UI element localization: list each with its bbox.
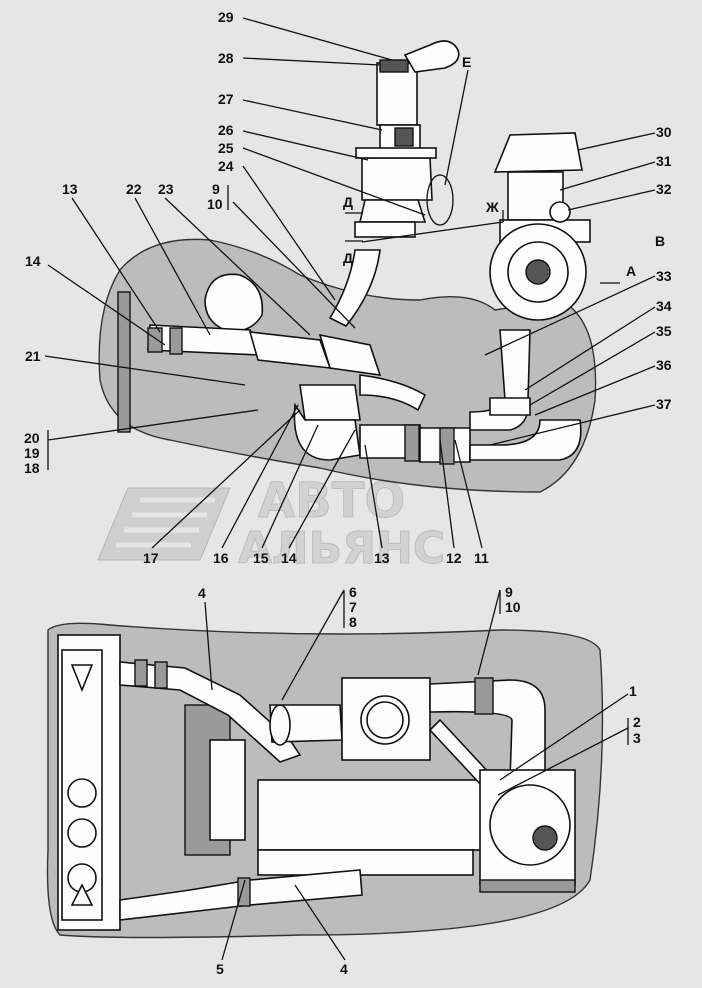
- label-33: 33: [656, 268, 672, 284]
- label-16: 16: [213, 550, 229, 566]
- section-lines: [345, 174, 620, 284]
- label-22: 22: [126, 181, 142, 197]
- watermark: АВТО АЛЬЯНС: [97, 473, 446, 575]
- label-36: 36: [656, 357, 672, 373]
- label-24: 24: [218, 158, 234, 174]
- section-mark-e: Е: [462, 54, 471, 70]
- bottom-view-labels: 4 6 7 8 9 10 1 2 3 5 4: [198, 584, 641, 977]
- label-25: 25: [218, 140, 234, 156]
- label-32: 32: [656, 181, 672, 197]
- bottom-view-leaders: [204, 589, 629, 961]
- label-11: 11: [474, 550, 489, 566]
- label-14-top: 14: [25, 253, 41, 269]
- top-view-labels: 29 28 27 26 25 24 9 10 13 22 23 14 21 20…: [24, 9, 672, 566]
- label-15: 15: [253, 550, 269, 566]
- label-34: 34: [656, 298, 672, 314]
- label-31: 31: [656, 153, 672, 169]
- section-mark-d-upper: Д: [343, 194, 353, 210]
- label-9-bottom: 9: [505, 584, 513, 600]
- bottom-view-background: [46, 622, 604, 939]
- label-28: 28: [218, 50, 234, 66]
- label-37: 37: [656, 396, 672, 412]
- engine-block-left-plate: [117, 291, 131, 433]
- section-mark-zh: Ж: [485, 199, 499, 215]
- label-8: 8: [349, 614, 357, 630]
- label-12: 12: [446, 550, 462, 566]
- label-21: 21: [25, 348, 41, 364]
- label-6: 6: [349, 584, 357, 600]
- label-5: 5: [216, 961, 224, 977]
- top-view-hoses: [147, 249, 582, 465]
- label-2: 2: [633, 714, 641, 730]
- label-29: 29: [218, 9, 234, 25]
- label-3: 3: [633, 730, 641, 746]
- label-4-upper: 4: [198, 585, 206, 601]
- section-mark-v: В: [655, 233, 665, 249]
- label-14-bottom: 14: [281, 550, 297, 566]
- label-20: 20: [24, 430, 40, 446]
- label-10-top: 10: [207, 196, 223, 212]
- label-7: 7: [349, 599, 357, 615]
- label-19: 19: [24, 445, 40, 461]
- label-26: 26: [218, 122, 234, 138]
- label-13-top: 13: [62, 181, 78, 197]
- section-mark-a: А: [626, 263, 636, 279]
- label-10-bottom: 10: [505, 599, 521, 615]
- air-cleaner-assembly: [489, 132, 591, 321]
- label-1: 1: [629, 683, 637, 699]
- label-4-lower: 4: [340, 961, 348, 977]
- label-13-bottom: 13: [374, 550, 390, 566]
- watermark-line1: АВТО: [258, 473, 405, 529]
- section-mark-d-lower: Д: [343, 250, 353, 266]
- label-23: 23: [158, 181, 174, 197]
- label-35: 35: [656, 323, 672, 339]
- fuel-filter-assembly: [354, 40, 460, 238]
- label-18: 18: [24, 460, 40, 476]
- label-17: 17: [143, 550, 159, 566]
- label-30: 30: [656, 124, 672, 140]
- label-9-top: 9: [212, 181, 220, 197]
- bottom-view-hoses: [119, 659, 576, 921]
- top-view-leaders: [44, 17, 656, 549]
- watermark-line2: АЛЬЯНС: [238, 523, 445, 574]
- watermark-logo: [97, 487, 231, 561]
- label-27: 27: [218, 91, 234, 107]
